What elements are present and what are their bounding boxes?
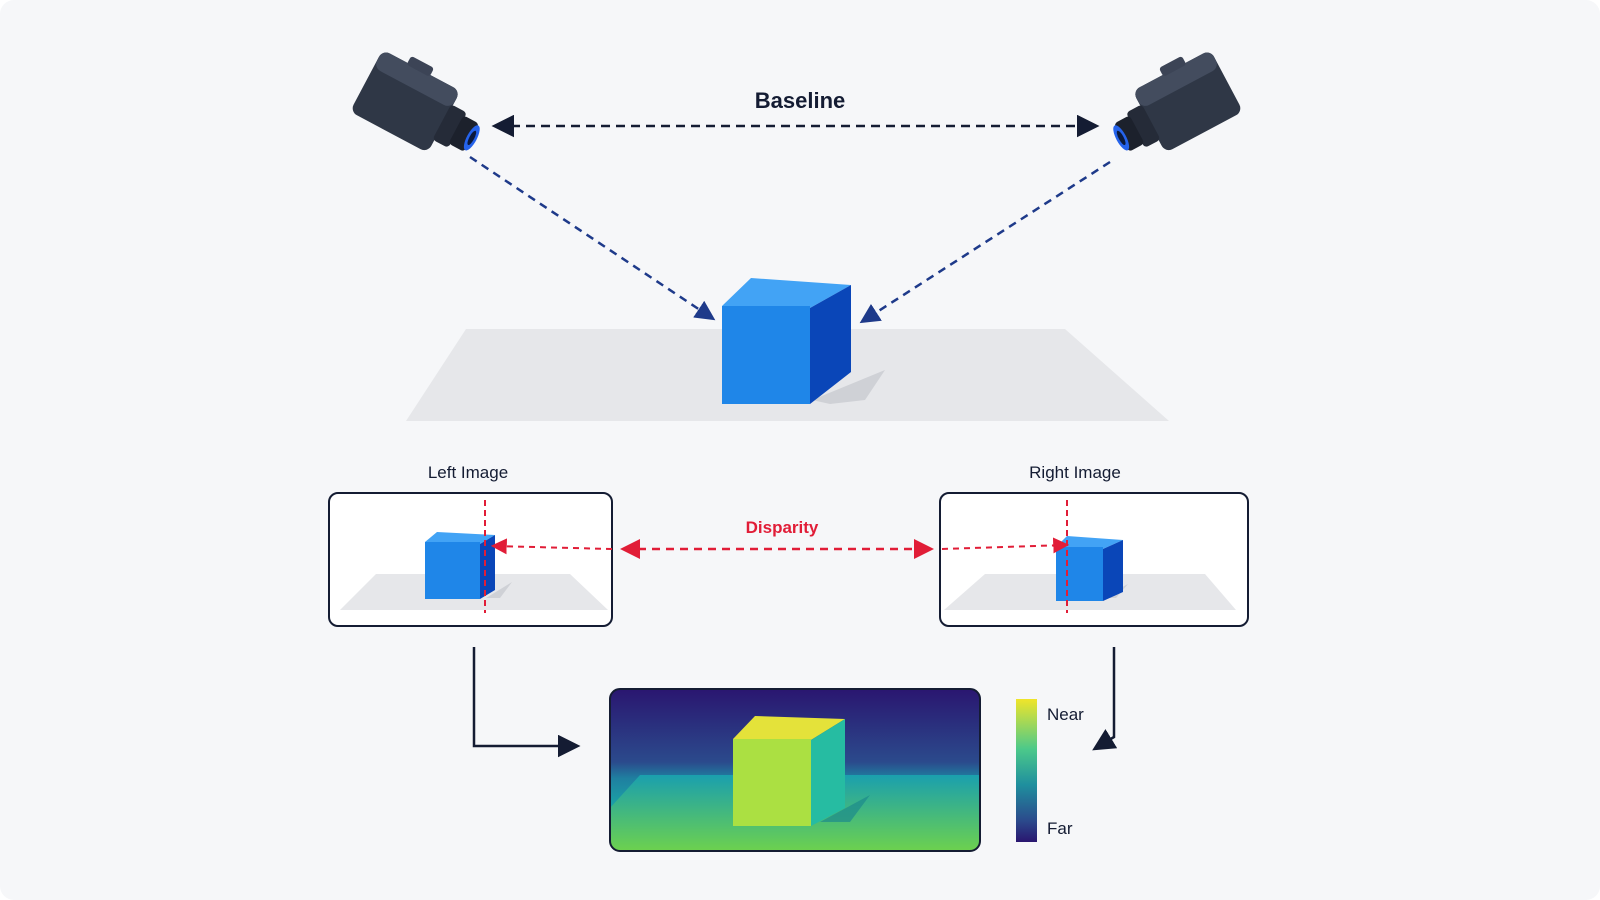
right-camera-ray [859, 160, 1111, 324]
left-to-depth-arrow [472, 647, 581, 758]
right-image-label: Right Image [1029, 463, 1121, 482]
right-to-depth-arrow [1092, 647, 1118, 751]
legend-near-label: Near [1047, 705, 1084, 724]
disparity-label: Disparity [745, 518, 819, 537]
depth-colorbar-icon [1016, 699, 1037, 842]
camera-left-icon [352, 52, 480, 151]
legend-far-label: Far [1047, 819, 1073, 838]
cube-shadow [812, 370, 885, 404]
cube-icon [722, 278, 851, 404]
right-disparity-pointer [941, 537, 1070, 554]
depth-map [609, 688, 981, 852]
left-disparity-pointer [490, 538, 613, 555]
baseline-label: Baseline [754, 88, 846, 113]
camera-right-icon [1113, 52, 1241, 151]
left-camera-ray [469, 155, 716, 321]
right-image-panel [939, 492, 1249, 627]
left-image-label: Left Image [427, 463, 509, 482]
left-image-panel [328, 492, 613, 627]
